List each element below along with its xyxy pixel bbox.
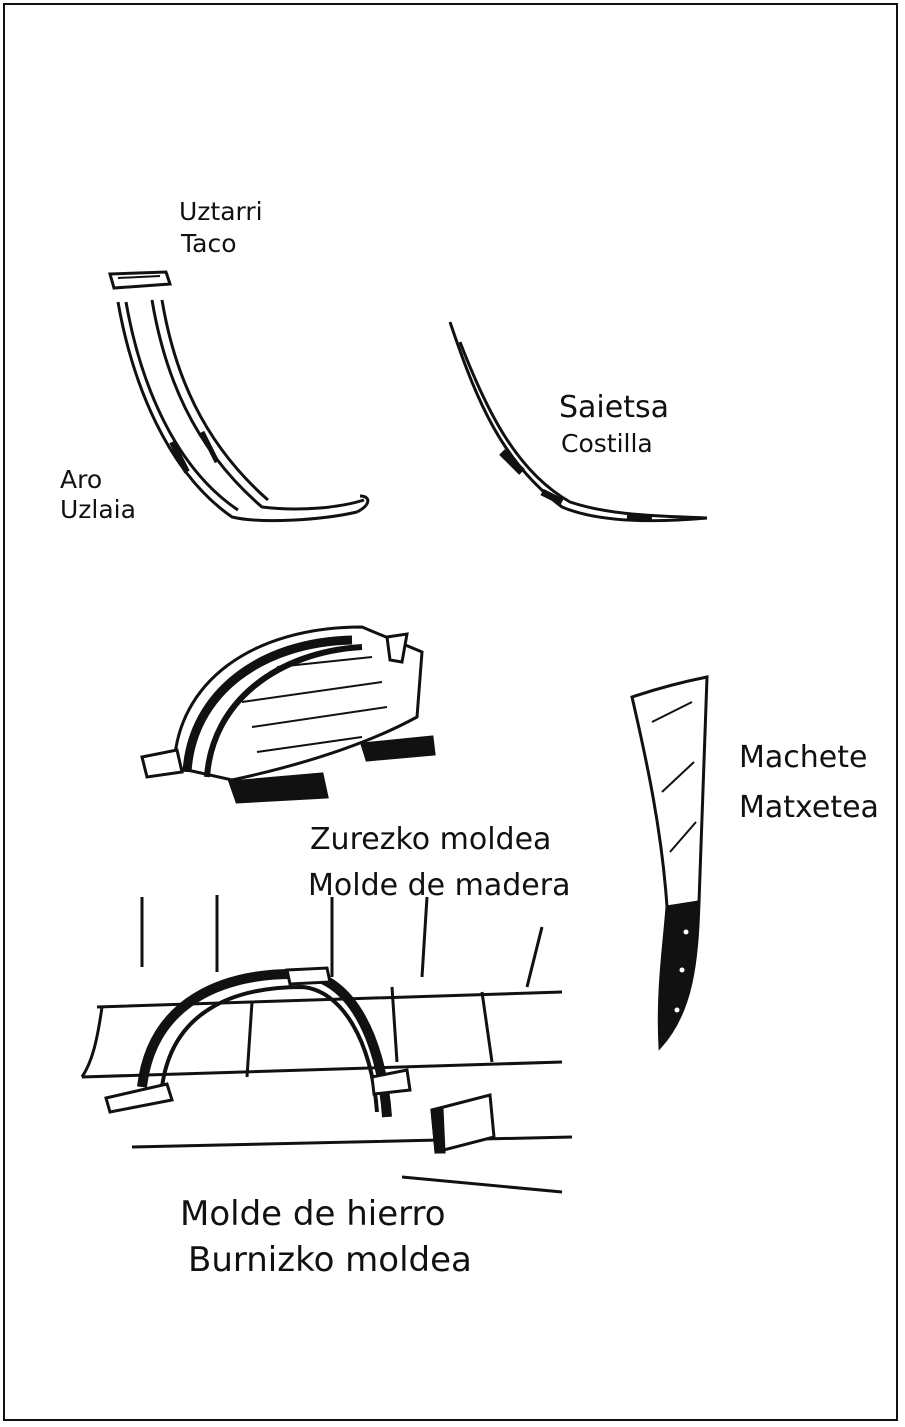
wooden-mould (142, 627, 434, 802)
label-matxetea: Matxetea (739, 793, 879, 823)
label-uzlaia: Uzlaia (60, 497, 136, 522)
label-machete: Machete (739, 743, 867, 773)
label-saietsa: Saietsa (559, 393, 669, 423)
iron-mould-stones (82, 895, 572, 1192)
illustration-drawing (5, 5, 900, 1423)
machete (632, 677, 707, 1047)
illustration-frame: Uztarri Taco Aro Uzlaia Saietsa Costilla… (3, 3, 898, 1421)
label-molde-de-hierro: Molde de hierro (180, 1197, 446, 1231)
taco-block (110, 272, 170, 288)
label-aro: Aro (60, 467, 102, 492)
label-molde-de-madera: Molde de madera (308, 871, 570, 901)
label-zurezko-moldea: Zurezko moldea (310, 825, 551, 855)
label-burnizko-moldea: Burnizko moldea (188, 1243, 472, 1277)
aro-hoop-strips (118, 300, 368, 521)
label-uztarri: Uztarri (179, 199, 263, 224)
label-taco: Taco (181, 231, 237, 256)
label-costilla: Costilla (561, 431, 653, 456)
